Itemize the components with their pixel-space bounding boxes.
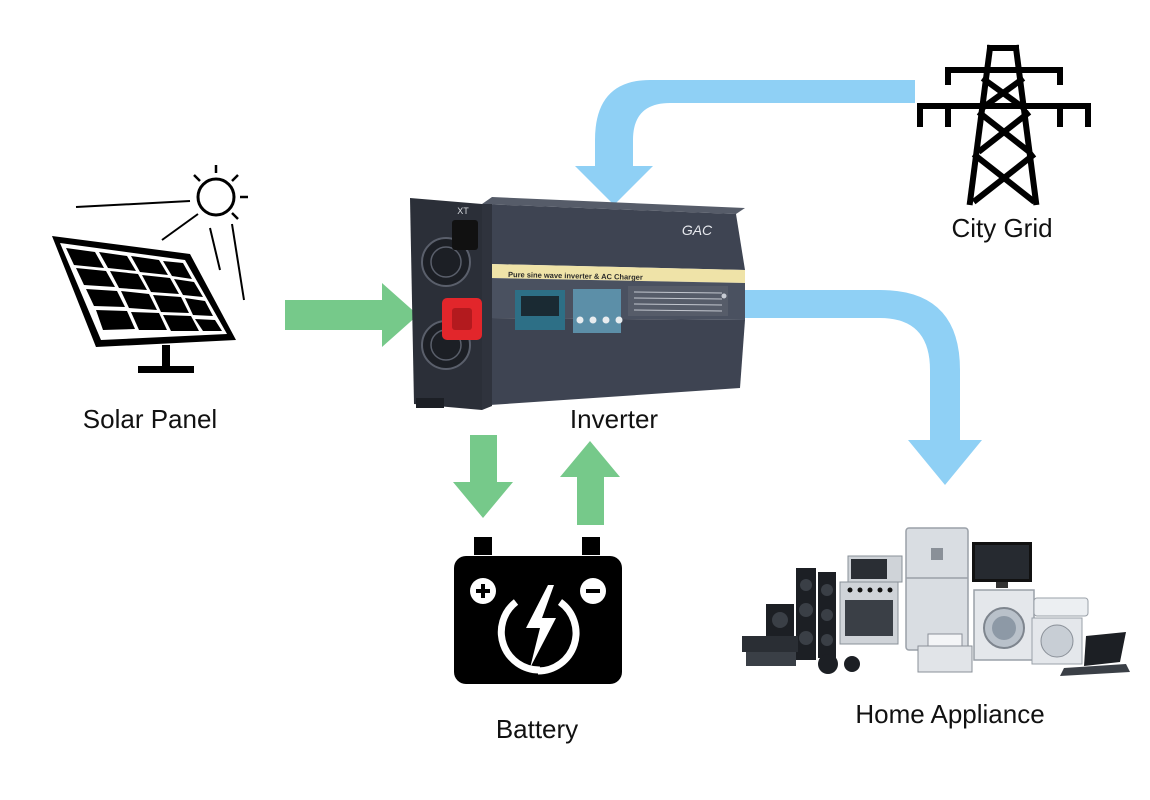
solar-panel-label: Solar Panel xyxy=(83,404,217,434)
printer-icon xyxy=(917,645,973,673)
inverter-to-appliance-arrow xyxy=(745,290,982,485)
battery-to-inverter-arrow xyxy=(560,441,620,525)
inverter-strip-text: Pure sine wave inverter & AC Charger xyxy=(508,270,643,282)
inverter-device xyxy=(410,197,745,410)
city-grid-label: City Grid xyxy=(951,213,1052,243)
fridge-icon xyxy=(905,527,969,651)
home-appliances-image xyxy=(742,527,1130,676)
solar-to-inverter-arrow xyxy=(285,283,418,347)
grid-to-inverter-arrow xyxy=(575,80,915,205)
inverter-brand-logo: GAC xyxy=(682,222,713,238)
power-tower-icon xyxy=(917,44,1091,206)
battery-label: Battery xyxy=(496,714,578,744)
home-appliance-label: Home Appliance xyxy=(855,699,1044,729)
air-conditioner-icon xyxy=(1033,597,1089,617)
solar-panel-icon xyxy=(52,165,248,373)
battery-icon xyxy=(454,537,622,684)
inverter-to-battery-arrow xyxy=(453,435,513,518)
inverter-label: Inverter xyxy=(570,404,658,434)
laptop-icon xyxy=(1084,632,1126,666)
inverter-side-code: XT xyxy=(457,206,469,216)
